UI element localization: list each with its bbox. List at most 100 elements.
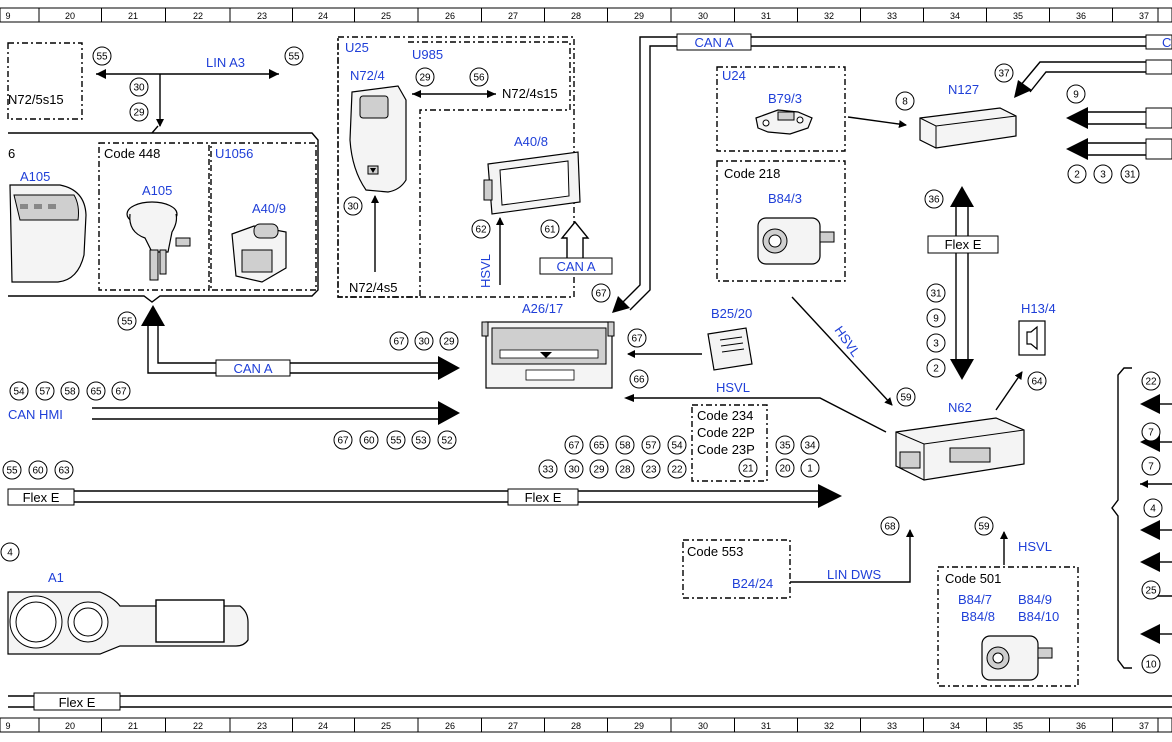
ruler-top-col-28: 28 (571, 11, 581, 21)
connector-number: 1 (807, 464, 813, 475)
connector-c62: 62 (471, 219, 491, 239)
ruler-bottom-col-28: 28 (571, 721, 581, 731)
hsvl-vertical-label: HSVL (478, 254, 493, 288)
a1-label: A1 (48, 570, 64, 585)
connector-number: 34 (804, 441, 816, 452)
u1056-box (210, 142, 317, 291)
connector-c66: 66 (629, 369, 649, 389)
u985-box (337, 37, 571, 298)
u985-arrow-right (487, 90, 496, 98)
u24-label: U24 (722, 68, 746, 83)
h13-4-label: H13/4 (1021, 301, 1056, 316)
b84-7-label: B84/7 (958, 592, 992, 607)
ruler-top-col-24: 24 (318, 11, 328, 21)
lin-a3-label: LIN A3 (206, 55, 245, 70)
connector-number: 31 (930, 289, 942, 300)
b25-20-label: B25/20 (711, 306, 752, 321)
code448-label: Code 448 (104, 146, 160, 161)
code22p-label: Code 22P (697, 425, 755, 440)
can-a-left-up-arrow (141, 305, 165, 326)
connector-c22a: 22 (667, 459, 687, 479)
n127-drawing (919, 107, 1017, 149)
connector-number: 35 (779, 441, 791, 452)
b84-3-label: B84/3 (768, 191, 802, 206)
connector-number: 65 (90, 387, 102, 398)
connector-c35: 35 (775, 435, 795, 455)
can-a-top-line-inner (629, 45, 1172, 311)
a26-17-label: A26/17 (522, 301, 563, 316)
connector-c29b: 29 (415, 67, 435, 87)
connector-number: 2 (1074, 170, 1080, 181)
connector-c34: 34 (800, 435, 820, 455)
connector-number: 7 (1148, 462, 1154, 473)
connector-number: 67 (595, 289, 607, 300)
connector-c31b: 31 (926, 283, 946, 303)
ruler-bottom-col-32: 32 (824, 721, 834, 731)
n127-label: N127 (948, 82, 979, 97)
ruler-top-col-36: 36 (1076, 11, 1086, 21)
hsvl-mid-line (628, 397, 887, 433)
b84-10-label: B84/10 (1018, 609, 1059, 624)
b24-24-label: B24/24 (732, 576, 773, 591)
u985-label: U985 (412, 47, 443, 62)
a40-9-drawing (231, 223, 287, 283)
connector-number: 65 (593, 441, 605, 452)
connector-c25: 25 (1141, 580, 1161, 600)
connector-number: 22 (671, 465, 683, 476)
ruler-top-col-26: 26 (445, 11, 455, 21)
connector-number: 54 (671, 441, 683, 452)
connector-number: 54 (13, 387, 25, 398)
b25-20-drawing (707, 327, 753, 371)
connector-number: 59 (900, 393, 912, 404)
code23p-label: Code 23P (697, 442, 755, 457)
connector-c54b: 54 (667, 435, 687, 455)
connector-number: 30 (347, 202, 359, 213)
flex-e-left-label-box (7, 488, 75, 506)
can-a-mid-label: CAN A (556, 259, 595, 274)
ruler-bottom-col-37: 37 (1139, 721, 1149, 731)
connector-c23: 23 (641, 459, 661, 479)
connector-c36: 36 (924, 189, 944, 209)
connector-c9a: 9 (1066, 84, 1086, 104)
code553-label: Code 553 (687, 544, 743, 559)
connector-c67a: 67 (591, 283, 611, 303)
connector-number: 62 (475, 225, 487, 236)
connector-c65a: 65 (86, 381, 106, 401)
ruler-top-col-31: 31 (761, 11, 771, 21)
connector-number: 67 (115, 387, 127, 398)
partial-left-label: 6 (8, 146, 15, 161)
n72-4s15-label: N72/4s15 (502, 86, 558, 101)
ruler-bottom-col-22: 22 (193, 721, 203, 731)
code501-label: Code 501 (945, 571, 1001, 586)
ruler-bottom-col-29: 29 (634, 721, 644, 731)
connector-c67d: 67 (333, 430, 353, 450)
ruler-top-col-21: 21 (128, 11, 138, 21)
ruler-bottom-col-24: 24 (318, 721, 328, 731)
connector-number: 9 (1073, 90, 1079, 101)
n127-double-line-a (1019, 61, 1146, 87)
b79-3-to-n127-arrow (847, 116, 907, 129)
connector-c7a: 7 (1141, 422, 1161, 442)
connector-c37: 37 (994, 63, 1014, 83)
can-a-top-line-outer (621, 36, 1172, 304)
a26-17-drawing (481, 321, 615, 389)
hsvl-mid-label: HSVL (716, 380, 750, 395)
a40-8-label: A40/8 (514, 134, 548, 149)
connector-c56: 56 (469, 67, 489, 87)
n127-double-line-b (1029, 71, 1146, 93)
lin-dws-line (790, 529, 914, 583)
can-hmi-arrow (438, 401, 460, 425)
connector-number: 67 (337, 436, 349, 447)
flex-e-mid-label: Flex E (525, 490, 562, 505)
flex-e-bottom-label-box (33, 692, 121, 711)
a105-label: A105 (142, 183, 172, 198)
connector-number: 22 (1145, 377, 1157, 388)
ruler-bottom-col-30: 30 (698, 721, 708, 731)
connector-number: 64 (1031, 377, 1043, 388)
connector-number: 67 (631, 334, 643, 345)
code218-label: Code 218 (724, 166, 780, 181)
b79-3-drawing (755, 109, 813, 135)
ruler-top-col-23: 23 (257, 11, 267, 21)
connector-c55d: 55 (386, 430, 406, 450)
